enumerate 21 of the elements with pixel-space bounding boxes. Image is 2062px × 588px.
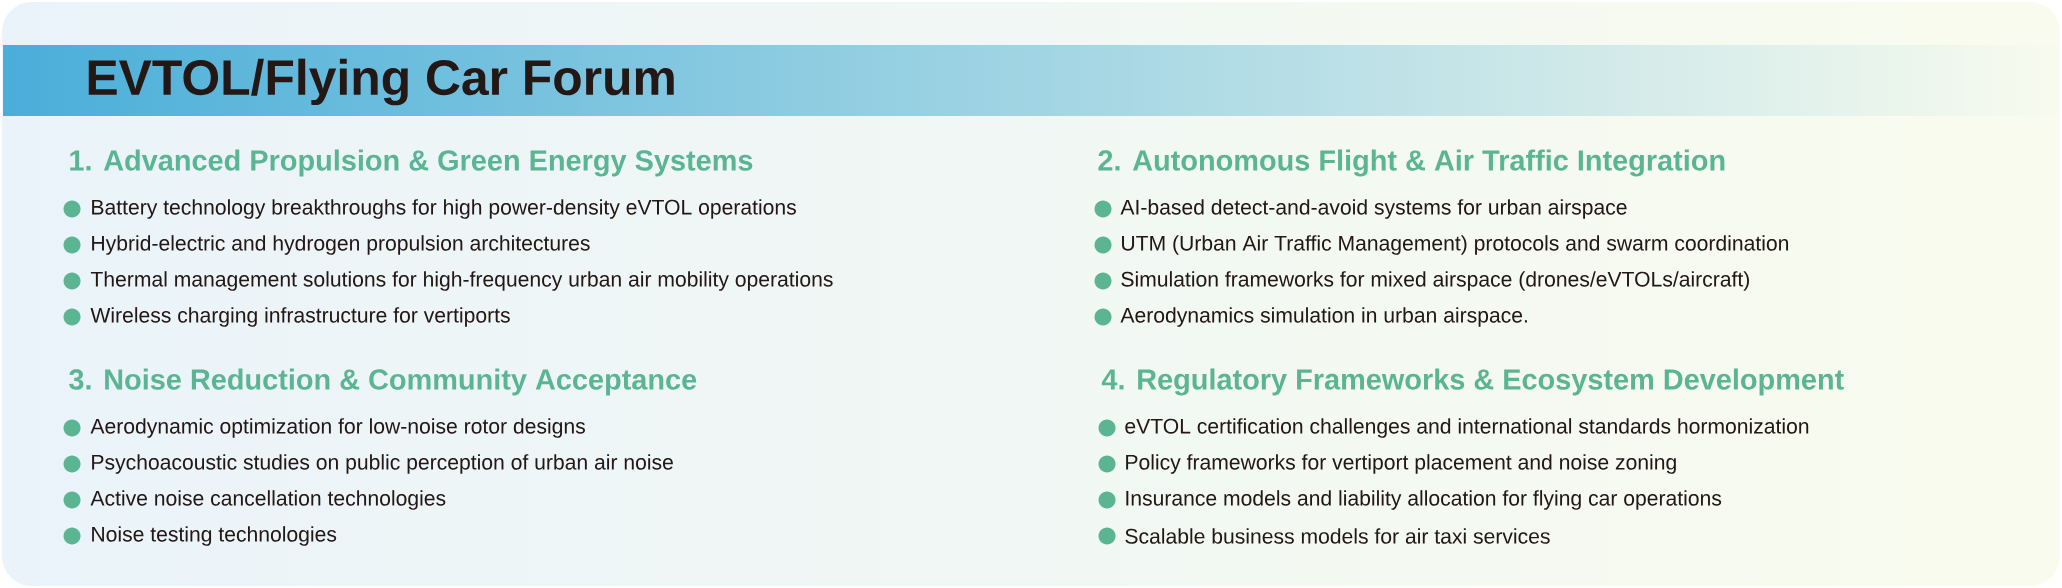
bullet-item: Thermal management solutions for high-frequency urban air mobility operations xyxy=(63,271,833,291)
bullet-item: Psychoacoustic studies on public perception of urban air noise xyxy=(63,454,673,474)
bullet-item: AI-based detect-and-avoid systems for urban airspace xyxy=(1094,199,1627,219)
bullet-item: Policy frameworks for vertiport placement and noise zoning xyxy=(1098,454,1676,474)
bullet-item: Simulation frameworks for mixed airspace (drones/eVTOLs/aircraft) xyxy=(1094,271,1749,291)
bullet-item: Aerodynamic optimization for low-noise rotor designs xyxy=(63,418,585,438)
bullet-item: Battery technology breakthroughs for high power-density eVTOL operations xyxy=(63,199,796,219)
bullet-item: Hybrid-electric and hydrogen propulsion architectures xyxy=(63,235,590,255)
bullet-item: Active noise cancellation technologies xyxy=(63,490,446,510)
section-heading: 1. Advanced Propulsion & Green Energy Systems xyxy=(70,149,753,177)
section-heading: 2. Autonomous Flight & Air Traffic Integration xyxy=(1098,149,1725,177)
bullet-item: Scalable business models for air taxi services xyxy=(1098,527,1550,545)
bullet-item: Noise testing technologies xyxy=(63,526,337,546)
section-heading: 4. Regulatory Frameworks & Ecosystem Development xyxy=(1101,368,1844,396)
bullet-item: Aerodynamics simulation in urban airspace. xyxy=(1094,307,1527,327)
bullet-item: Wireless charging infrastructure for vertiports xyxy=(63,307,510,327)
bullet-item: eVTOL certification challenges and international standards hormonization xyxy=(1098,418,1809,438)
section-heading: 3. Noise Reduction & Community Acceptance xyxy=(69,368,697,396)
title: EVTOL/Flying Car Forum xyxy=(88,58,674,106)
bullet-item: Insurance models and liability allocation for flying car operations xyxy=(1098,490,1722,510)
bullet-item: UTM (Urban Air Traffic Management) protocols and swarm coordination xyxy=(1094,235,1789,255)
